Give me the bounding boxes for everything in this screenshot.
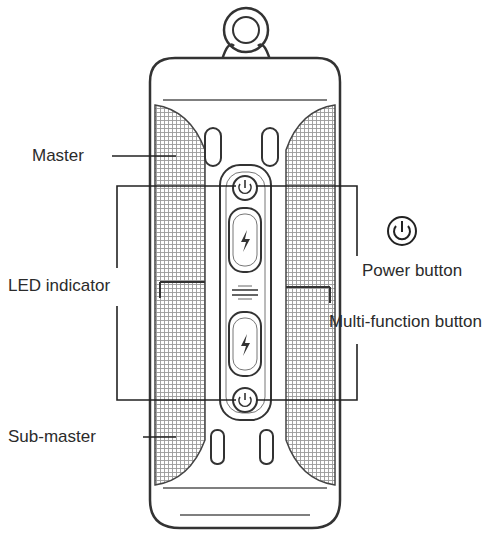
part-label: Master <box>32 146 84 166</box>
part-label: Power button <box>362 261 462 281</box>
part-label: LED indicator <box>8 276 110 296</box>
part-label: Sub-master <box>8 427 96 447</box>
part-label: Multi-function button <box>329 312 482 332</box>
